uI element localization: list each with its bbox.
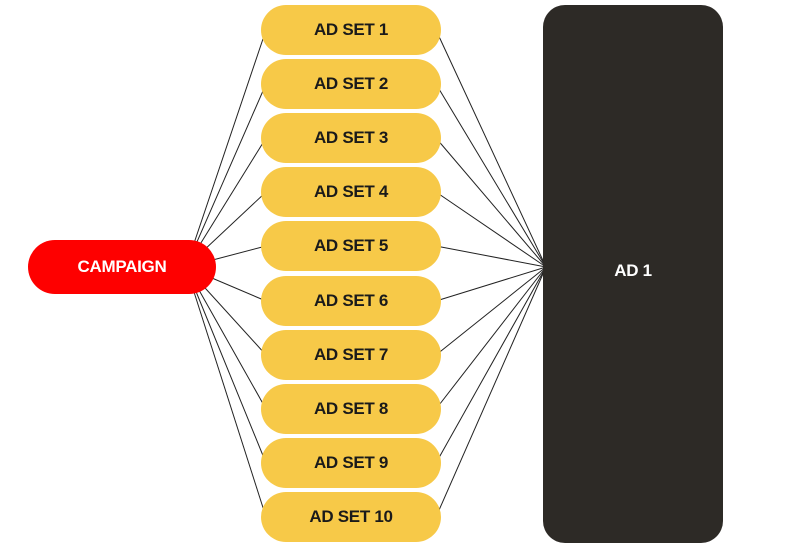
ad-node: AD 1 — [543, 5, 723, 543]
ad-set-label: AD SET 2 — [313, 74, 389, 93]
ad-set-1-to-ad-line — [435, 29, 547, 268]
ad-set-node-3: AD SET 3 — [261, 113, 441, 163]
ad-set-node-7: AD SET 7 — [261, 330, 441, 380]
ad-set-3-to-ad-line — [435, 137, 547, 268]
ad-set-5-to-ad-line — [435, 245, 547, 268]
ad-set-4-to-ad-line — [435, 191, 547, 268]
ad-set-label: AD SET 10 — [309, 507, 393, 526]
ad-set-node-2: AD SET 2 — [261, 59, 441, 109]
ad-set-label: AD SET 1 — [313, 20, 389, 39]
ad-set-label: AD SET 5 — [313, 236, 389, 255]
ad-set-node-6: AD SET 6 — [261, 276, 441, 326]
campaign-to-ad-set-9-line — [185, 266, 267, 464]
ad-set-10-to-ad-line — [435, 266, 547, 518]
ad-set-label: AD SET 3 — [313, 128, 389, 147]
ad-set-node-9: AD SET 9 — [261, 438, 441, 488]
ad-set-2-to-ad-line — [435, 83, 547, 268]
ad-set-9-to-ad-line — [435, 266, 547, 464]
ad-set-node-8: AD SET 8 — [261, 384, 441, 434]
campaign-to-ad-set-2-line — [185, 83, 267, 268]
ad-label: AD 1 — [614, 261, 652, 280]
ad-set-label: AD SET 8 — [313, 399, 389, 418]
ad-set-node-1: AD SET 1 — [261, 5, 441, 55]
campaign-node: CAMPAIGN — [28, 240, 216, 294]
ad-set-6-to-ad-line — [435, 266, 547, 302]
ad-set-label: AD SET 6 — [313, 291, 389, 310]
ad-set-node-10: AD SET 10 — [261, 492, 441, 542]
ad-set-label: AD SET 9 — [313, 453, 389, 472]
campaign-to-ad-set-1-line — [185, 29, 267, 268]
campaign-to-ad-set-10-line — [185, 266, 267, 518]
campaign-label: CAMPAIGN — [77, 257, 167, 276]
ad-set-node-4: AD SET 4 — [261, 167, 441, 217]
ad-set-7-to-ad-line — [435, 266, 547, 356]
ad-set-node-5: AD SET 5 — [261, 221, 441, 271]
ad-set-label: AD SET 4 — [313, 182, 389, 201]
ad-set-8-to-ad-line — [435, 266, 547, 410]
ad-set-label: AD SET 7 — [313, 345, 389, 364]
